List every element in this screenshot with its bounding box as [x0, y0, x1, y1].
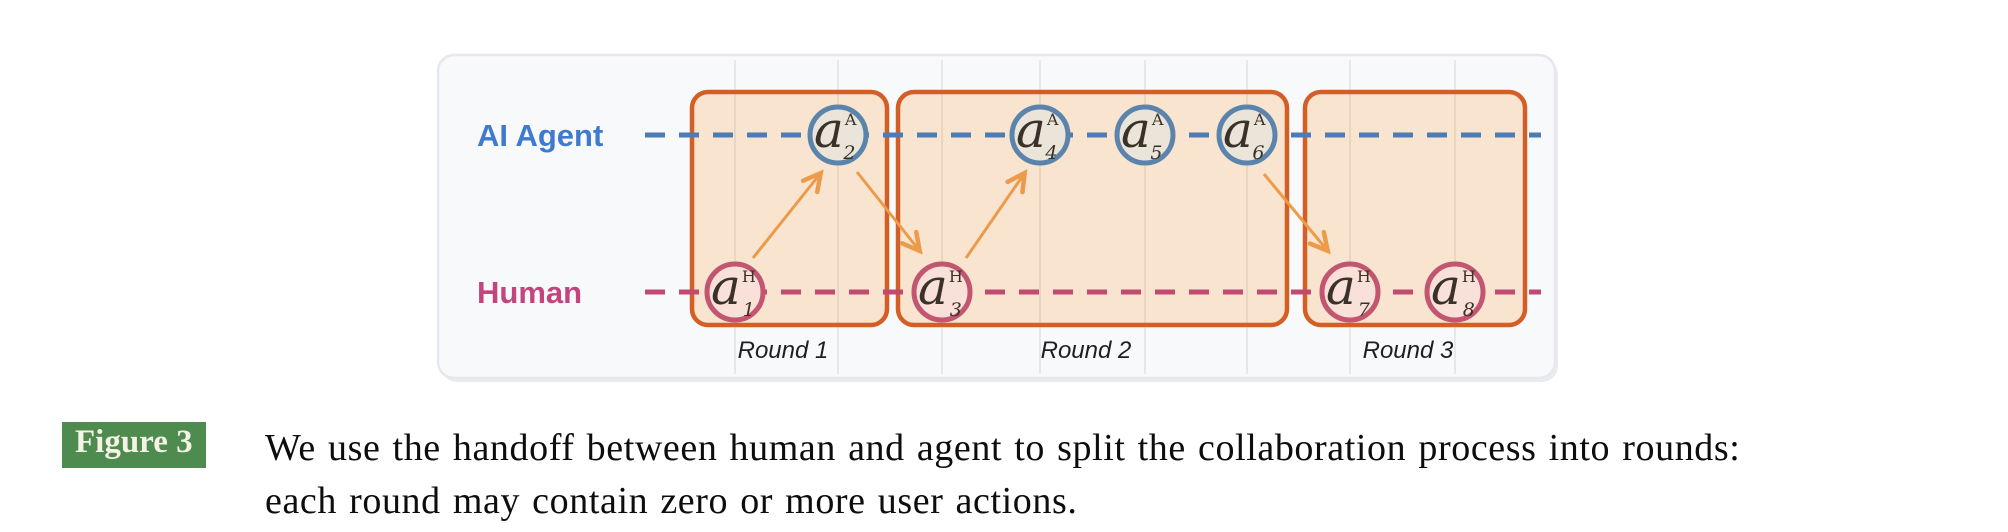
human-lane-label: Human — [477, 275, 582, 310]
caption-line-2: each round may contain zero or more user… — [265, 480, 1078, 522]
round-1-label: Round 1 — [738, 337, 829, 364]
handoff-arrow-a1-a2 — [751, 169, 824, 259]
action-node-circle — [1216, 104, 1278, 166]
handoff-arrow-a6-a7 — [1262, 173, 1331, 255]
figure-label-badge: Figure 3 — [62, 422, 206, 468]
action-node-circle — [704, 261, 766, 323]
round-2-box — [895, 89, 1290, 328]
action-node-circle — [1319, 261, 1381, 323]
round-3-label: Round 3 — [1363, 337, 1454, 364]
handoff-arrow-a3-a4 — [964, 169, 1028, 259]
action-node-circle — [911, 261, 973, 323]
ai-agent-lane-label: AI Agent — [477, 118, 603, 153]
action-node-circle — [1009, 104, 1071, 166]
handoff-arrow-a2-a3 — [855, 171, 923, 255]
figure-caption: We use the handoff between human and age… — [265, 422, 1965, 528]
action-node-circle — [1114, 104, 1176, 166]
round-2-label: Round 2 — [1041, 337, 1132, 364]
caption-line-1: We use the handoff between human and age… — [265, 427, 1741, 469]
action-node-circle — [807, 104, 869, 166]
action-node-circle — [1424, 261, 1486, 323]
handoff-arrows — [751, 169, 1331, 259]
